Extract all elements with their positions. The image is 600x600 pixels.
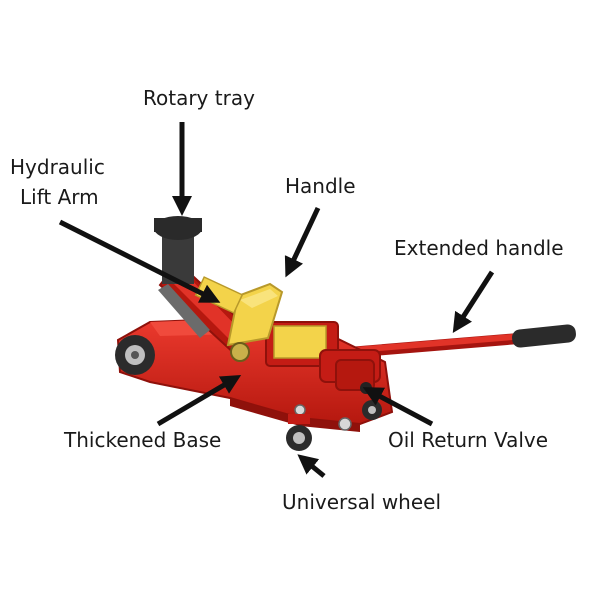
handle-grip	[512, 324, 576, 348]
label-oil-return-valve: Oil Return Valve	[388, 428, 549, 452]
arrow-oil-return-valve	[362, 387, 434, 427]
universal-wheel-part	[286, 414, 312, 451]
rear-wheel	[115, 335, 155, 375]
arrow-thickened-base	[156, 374, 242, 427]
pump-housing	[265, 321, 381, 394]
callout-arrows	[58, 122, 495, 478]
front-right-wheel	[362, 400, 382, 420]
rotary-tray-part	[154, 216, 202, 284]
label-hydraulic-lift-arm-line1: Hydraulic	[10, 155, 105, 179]
arrow-extended-handle	[452, 270, 495, 334]
label-rotary-tray: Rotary tray	[143, 86, 255, 110]
label-handle: Handle	[285, 174, 356, 198]
label-universal-wheel: Universal wheel	[282, 490, 442, 514]
arrow-handle	[284, 206, 321, 278]
arrow-hydraulic-lift-arm	[58, 219, 221, 303]
arrow-universal-wheel	[297, 454, 326, 478]
label-hydraulic-lift-arm-line2: Lift Arm	[20, 185, 99, 209]
label-extended-handle: Extended handle	[394, 236, 564, 260]
label-thickened-base: Thickened Base	[64, 428, 222, 452]
